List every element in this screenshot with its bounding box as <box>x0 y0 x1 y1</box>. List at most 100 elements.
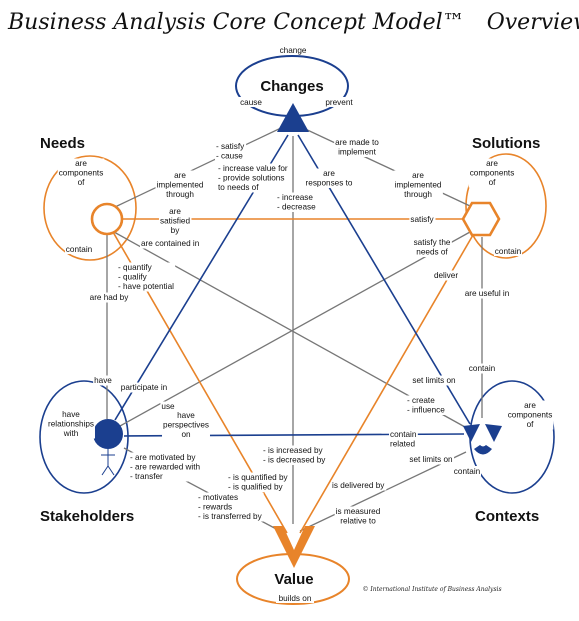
label-background <box>331 480 387 491</box>
label-background <box>227 472 290 492</box>
contexts-shape-icon[interactable] <box>463 424 502 455</box>
solutions-hexagon-icon[interactable] <box>461 201 501 237</box>
label-background <box>432 270 460 281</box>
solutions-loop <box>465 153 547 259</box>
label-cause: cause <box>240 98 262 107</box>
label-background <box>468 158 516 188</box>
node-label-changes: Changes <box>260 78 323 95</box>
value-funnel-icon[interactable] <box>273 526 315 568</box>
label-background <box>262 445 328 465</box>
label-background <box>158 206 192 236</box>
label-background <box>393 170 443 200</box>
edge-changes-needs <box>114 126 284 208</box>
label-are-contained-in: are contained in <box>141 239 200 248</box>
label-background <box>276 192 318 212</box>
edge-contexts-value <box>299 451 467 532</box>
label-satisfy: satisfy <box>410 215 434 224</box>
label-background <box>117 262 176 292</box>
label-background <box>155 170 205 200</box>
needs-loop <box>43 155 137 261</box>
label-quantify-qualify: - quantify- qualify- have potential <box>118 263 174 291</box>
label-are-motivated-by: - are motivated by- are rewarded with- t… <box>130 453 201 481</box>
label-background <box>162 410 210 440</box>
label-background <box>467 363 497 374</box>
label-background <box>412 237 452 257</box>
label-deliver: deliver <box>434 271 458 280</box>
label-contexts-contain: contain <box>454 467 481 476</box>
label-create-influence: - create- influence <box>407 396 445 415</box>
node-label-value: Value <box>274 571 313 588</box>
label-background <box>119 382 169 393</box>
label-background <box>334 506 382 526</box>
stakeholders-person-icon[interactable] <box>93 419 123 476</box>
label-background <box>215 141 247 161</box>
label-solutions-contain: contain <box>495 247 522 256</box>
label-background <box>160 401 177 412</box>
label-background <box>463 288 511 299</box>
label-background <box>506 400 554 430</box>
edge-solutions-stakeholders <box>119 231 471 427</box>
label-change: change <box>280 46 307 55</box>
node-label-needs: Needs <box>40 135 85 152</box>
label-stake-contain: contain <box>469 364 496 373</box>
label-background <box>93 375 114 386</box>
label-background <box>197 492 264 522</box>
label-are-had-by: are had by <box>90 293 130 302</box>
label-set-limits-on-top: set limits on <box>412 376 456 385</box>
title-main: Business Analysis Core Concept Model™ <box>8 10 465 35</box>
label-background <box>389 429 418 449</box>
label-have: have <box>94 376 112 385</box>
edge-solutions-value <box>299 234 474 534</box>
node-label-solutions: Solutions <box>472 135 540 152</box>
label-needs-contain: contain <box>66 245 93 254</box>
label-background <box>88 292 131 303</box>
label-background <box>129 452 202 482</box>
label-builds-on: builds on <box>279 594 312 603</box>
label-background <box>409 214 436 225</box>
node-label-contexts: Contexts <box>475 508 539 525</box>
node-label-stakeholders: Stakeholders <box>40 508 134 525</box>
label-background <box>411 375 458 386</box>
label-is-delivered-by: is delivered by <box>332 481 385 490</box>
copyright-text: © International Institute of Business An… <box>362 586 501 593</box>
label-increase-decrease: - increase- decrease <box>277 193 316 212</box>
label-background <box>47 409 95 439</box>
label-is-increased-by: - is increased by- is decreased by <box>263 446 326 465</box>
label-set-limits-on-bottom: set limits on <box>409 455 453 464</box>
stakeholders-loop <box>39 380 129 494</box>
label-background <box>334 137 381 157</box>
label-participate-in: participate in <box>121 383 168 392</box>
title-sub: Overview <box>486 10 579 35</box>
label-satisfy-cause: - satisfy- cause <box>216 142 245 161</box>
label-background <box>408 454 455 465</box>
label-background <box>57 158 105 188</box>
label-prevent: prevent <box>325 98 353 107</box>
label-are-useful-in: are useful in <box>465 289 510 298</box>
changes-triangle-icon[interactable] <box>277 103 309 132</box>
edge-changes-solutions <box>300 126 471 207</box>
label-background <box>406 395 447 415</box>
label-motivates-rewards: - motivates- rewards- is transferred by <box>198 493 263 521</box>
diagram-title: Business Analysis Core Concept Model™ Ove… <box>8 10 579 42</box>
label-is-quantified-by: - is quantified by- is qualified by <box>228 473 289 492</box>
label-use: use <box>161 402 175 411</box>
needs-circle-icon[interactable] <box>90 202 124 236</box>
label-background <box>217 163 289 193</box>
label-background <box>304 168 354 188</box>
label-background <box>140 238 201 249</box>
